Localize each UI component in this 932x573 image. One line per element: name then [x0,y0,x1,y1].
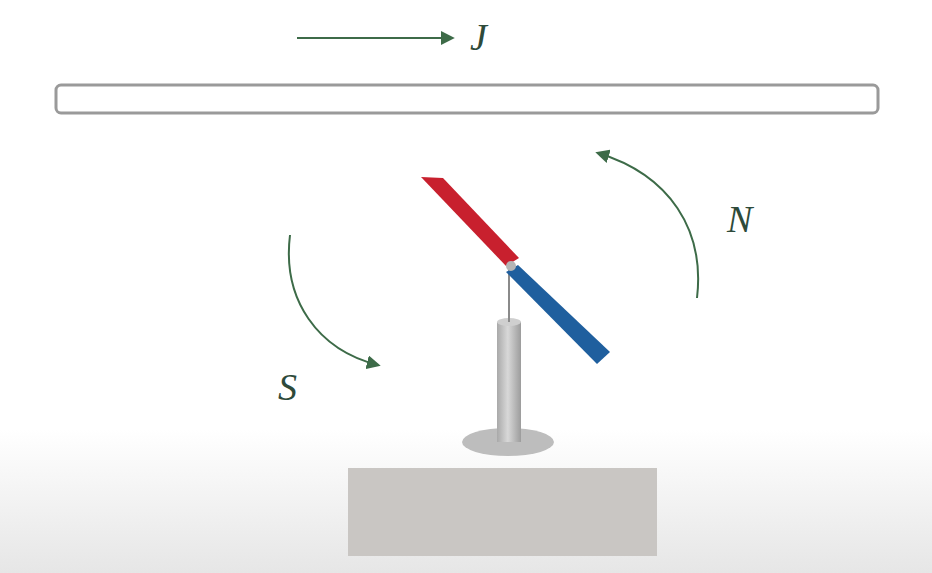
table-block [348,468,657,556]
current-label: J [470,18,487,56]
pole-label: S [278,368,297,406]
needle-south [506,265,610,364]
rotation-arrow-south [289,235,378,365]
pole-label: N [727,200,752,238]
stand-column [497,322,521,442]
rotation-arrow-north [598,153,698,298]
current-arrow [297,37,452,39]
pivot-pin [508,268,510,322]
wire [56,85,878,113]
needle-north [421,177,519,266]
pivot [506,261,516,271]
